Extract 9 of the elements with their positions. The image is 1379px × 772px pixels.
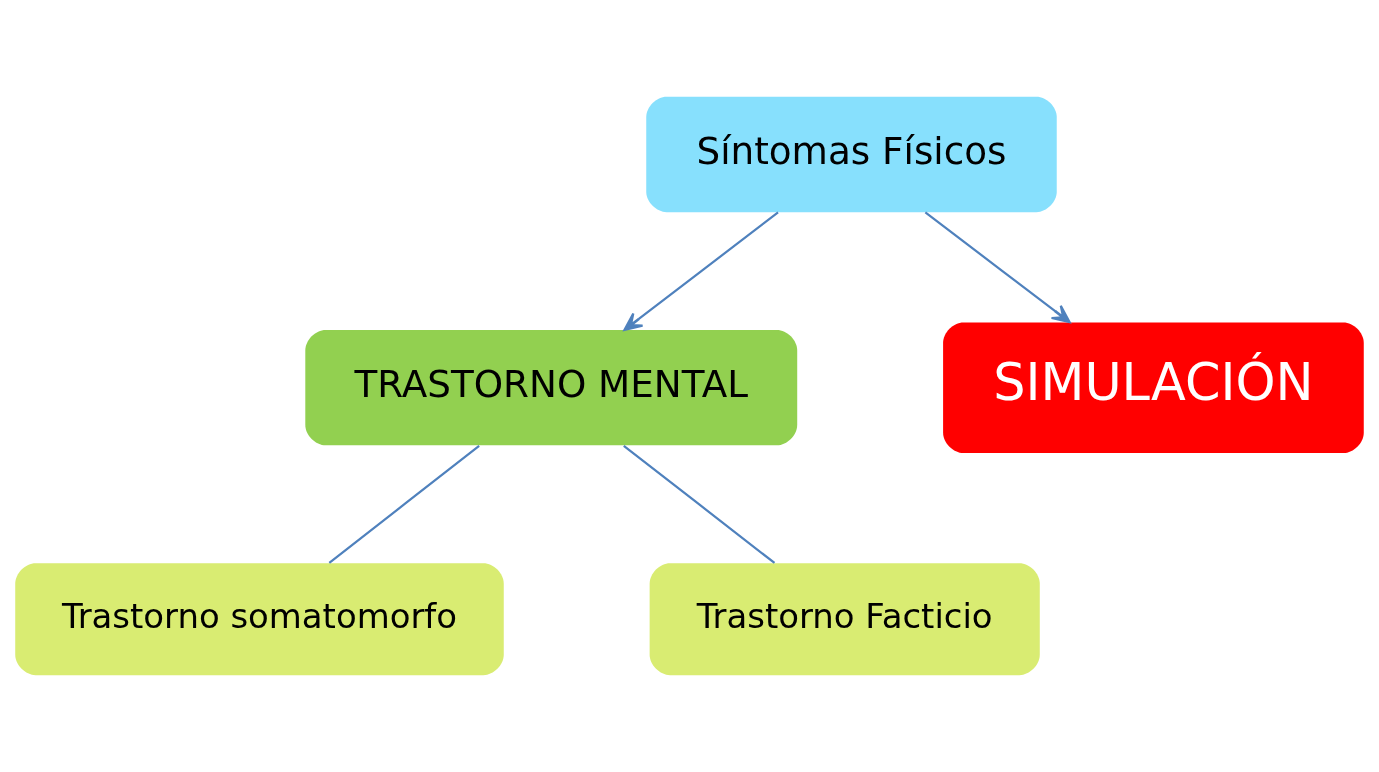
connector (623, 444, 776, 564)
node-box: Síntomas Físicos (646, 96, 1057, 213)
arrow (924, 211, 1071, 324)
node-box: Trastorno Facticio (649, 563, 1040, 676)
connector (328, 444, 480, 564)
node-box: SIMULACIÓN (943, 322, 1364, 453)
node-box: Trastorno somatomorfo (15, 563, 504, 676)
node-box: TRASTORNO MENTAL (305, 330, 798, 446)
arrow (623, 211, 779, 332)
